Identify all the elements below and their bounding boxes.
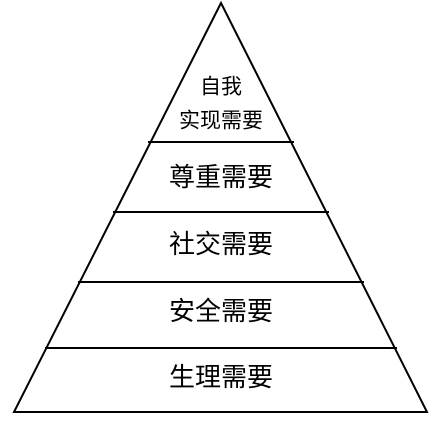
tier-self-actualization-line-1: 自我 — [200, 75, 242, 99]
tier-self-actualization: 自我 实现需要 — [179, 75, 263, 133]
pyramid-outline — [12, 0, 429, 413]
tier-self-actualization-line-2: 实现需要 — [179, 109, 263, 133]
tier-social-label: 社交需要 — [169, 230, 273, 260]
tier-safety-label: 安全需要 — [169, 297, 273, 327]
tier-physiological-label: 生理需要 — [169, 363, 273, 393]
tier-esteem-label: 尊重需要 — [169, 163, 273, 193]
